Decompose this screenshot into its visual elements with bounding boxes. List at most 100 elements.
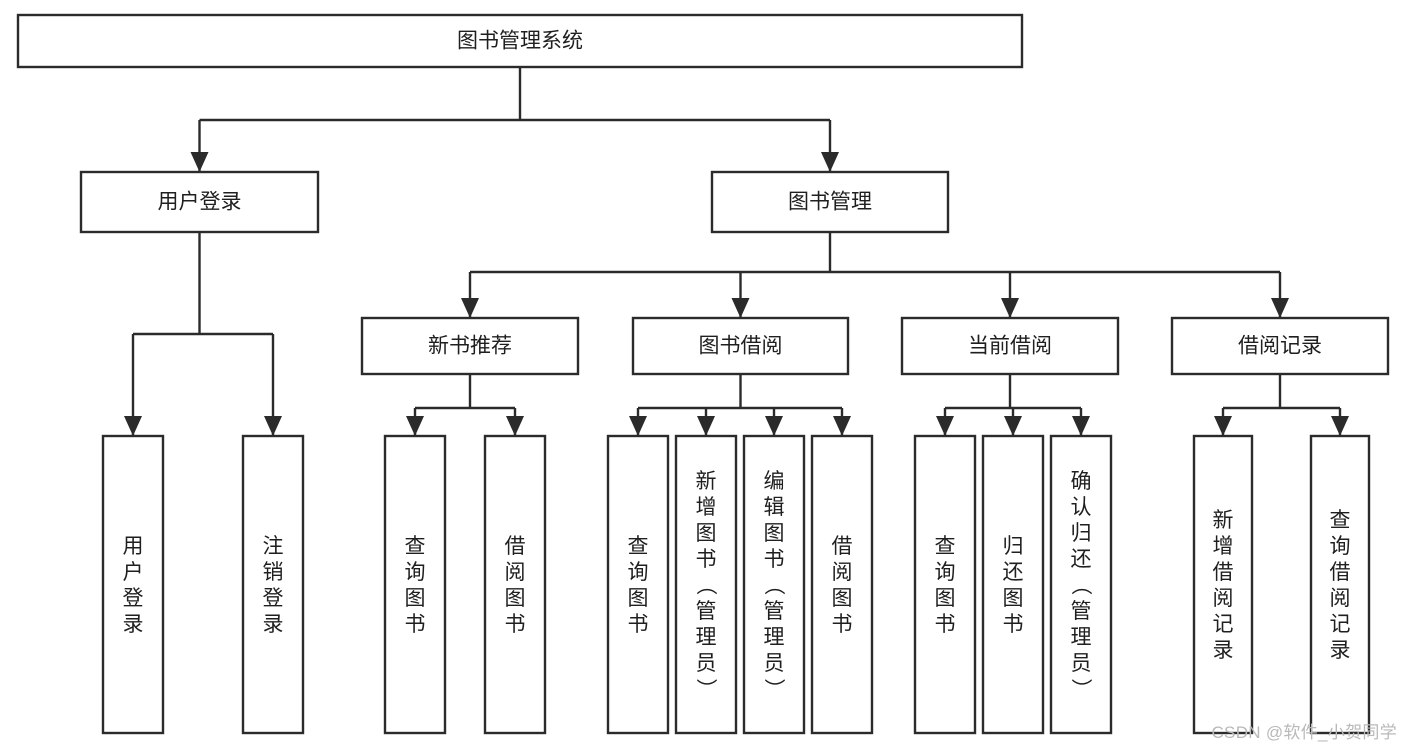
node-book-management-label: 图书管理	[788, 191, 872, 214]
node-leaf-user-logout-label-char: 销	[263, 561, 284, 584]
node-leaf-query-book-2-box	[606, 434, 670, 735]
arrow-head-icon	[406, 416, 424, 436]
arrow-head-icon	[936, 416, 954, 436]
node-leaf-query-borrow-record-label-char: 记	[1330, 613, 1351, 636]
node-leaf-edit-book-admin-label-char: 辑	[764, 496, 785, 519]
node-book-management[interactable]: 图书管理	[710, 170, 950, 234]
node-leaf-add-book-admin-label-char: 理	[696, 626, 717, 649]
node-current-borrow[interactable]: 当前借阅	[900, 316, 1120, 376]
node-leaf-edit-book-admin-label-char: 管	[764, 600, 785, 623]
node-root-图书管理系统[interactable]: 图书管理系统	[16, 13, 1024, 69]
node-leaf-borrow-book-1-label-char: 图	[505, 587, 526, 610]
node-leaf-return-book-label-char: 归	[1003, 535, 1024, 558]
node-borrow-record[interactable]: 借阅记录	[1170, 316, 1390, 376]
node-book-borrow-label: 图书借阅	[699, 335, 783, 358]
node-leaf-confirm-return-admin-label-char: （	[1069, 574, 1092, 595]
node-leaf-add-borrow-record-box	[1192, 434, 1254, 735]
node-leaf-return-book-box	[981, 434, 1045, 735]
node-leaf-return-book-label-char: 还	[1003, 561, 1024, 584]
node-leaf-query-book-2-label-char: 询	[628, 561, 649, 584]
node-leaf-query-borrow-record-box	[1309, 434, 1371, 735]
node-leaf-query-book-3-label-char: 询	[935, 561, 956, 584]
node-leaf-add-book-admin-label-char: ）	[694, 678, 717, 699]
node-root-图书管理系统-box	[16, 13, 1024, 69]
node-leaf-add-book-admin-label-char: （	[694, 574, 717, 595]
node-leaf-query-book-1-label-char: 书	[405, 613, 426, 636]
arrow-head-icon	[264, 416, 282, 436]
connector-layer	[124, 67, 1349, 436]
node-leaf-user-login-box	[101, 434, 165, 735]
node-leaf-edit-book-admin-label-char: 图	[764, 522, 785, 545]
node-current-borrow-box	[900, 316, 1120, 376]
node-leaf-confirm-return-admin-label-char: 确	[1071, 470, 1092, 493]
node-leaf-query-book-2-label-char: 书	[628, 613, 649, 636]
arrow-head-icon	[1331, 416, 1349, 436]
node-leaf-confirm-return-admin-box	[1049, 434, 1113, 735]
node-layer: 图书管理系统用户登录图书管理新书推荐图书借阅当前借阅借阅记录用户登录注销登录查询…	[16, 13, 1390, 735]
arrow-head-icon	[629, 416, 647, 436]
node-leaf-add-book-admin-label-char: 图	[696, 522, 717, 545]
node-leaf-user-logout-label-char: 登	[263, 587, 284, 610]
arrow-head-icon	[1214, 416, 1232, 436]
node-leaf-user-login[interactable]: 用户登录	[101, 434, 165, 735]
arrow-head-icon	[1072, 416, 1090, 436]
node-leaf-user-login-label-char: 户	[123, 561, 144, 584]
node-leaf-user-logout-box	[241, 434, 305, 735]
node-leaf-borrow-book-1-label-char: 阅	[505, 561, 526, 584]
node-leaf-borrow-book-2-label-char: 借	[832, 535, 853, 558]
node-leaf-query-borrow-record-label-char: 查	[1330, 509, 1351, 532]
node-book-borrow-box	[631, 316, 850, 376]
node-new-book-recommend[interactable]: 新书推荐	[360, 316, 580, 376]
node-leaf-query-borrow-record-label-char: 询	[1330, 535, 1351, 558]
node-root-图书管理系统-label: 图书管理系统	[457, 30, 583, 53]
node-leaf-query-borrow-record-label-char: 阅	[1330, 587, 1351, 610]
arrow-head-icon	[1001, 298, 1019, 318]
node-leaf-add-book-admin-label-char: 书	[696, 548, 717, 571]
node-user-login-box	[79, 170, 320, 234]
arrow-head-icon	[124, 416, 142, 436]
node-borrow-record-box	[1170, 316, 1390, 376]
node-book-borrow[interactable]: 图书借阅	[631, 316, 850, 376]
arrow-head-icon	[1271, 298, 1289, 318]
csdn-watermark: CSDN @软件_小贺同学	[1211, 723, 1397, 742]
node-leaf-query-book-2-label-char: 查	[628, 535, 649, 558]
node-leaf-add-book-admin-box	[674, 434, 738, 735]
node-leaf-user-login-label-char: 登	[123, 587, 144, 610]
node-leaf-user-login-label-char: 录	[123, 613, 144, 636]
arrow-head-icon	[765, 416, 783, 436]
node-leaf-query-book-3-label-char: 查	[935, 535, 956, 558]
node-leaf-edit-book-admin-label-char: 员	[764, 652, 785, 675]
arrow-head-icon	[731, 298, 750, 318]
node-leaf-confirm-return-admin-label-char: 员	[1071, 652, 1092, 675]
node-current-borrow-label: 当前借阅	[968, 335, 1052, 358]
node-borrow-record-label: 借阅记录	[1238, 335, 1322, 358]
node-leaf-confirm-return-admin-label-char: 归	[1071, 522, 1092, 545]
node-user-login-label: 用户登录	[158, 191, 242, 214]
node-leaf-return-book-label-char: 书	[1003, 613, 1024, 636]
node-leaf-confirm-return-admin-label-char: ）	[1069, 678, 1092, 699]
node-new-book-recommend-box	[360, 316, 580, 376]
node-leaf-borrow-book-1-box	[483, 434, 547, 735]
node-leaf-query-book-1-label-char: 查	[405, 535, 426, 558]
node-user-login[interactable]: 用户登录	[79, 170, 320, 234]
node-leaf-user-logout-label-char: 录	[263, 613, 284, 636]
arrow-head-icon	[821, 152, 839, 172]
node-leaf-confirm-return-admin-label-char: 理	[1071, 626, 1092, 649]
node-leaf-edit-book-admin-label-char: ）	[762, 678, 785, 699]
node-leaf-query-book-3-label-char: 图	[935, 587, 956, 610]
node-leaf-add-book-admin-label-char: 员	[696, 652, 717, 675]
node-leaf-add-borrow-record-label-char: 记	[1213, 613, 1234, 636]
node-leaf-query-borrow-record-label-char: 录	[1330, 639, 1351, 662]
